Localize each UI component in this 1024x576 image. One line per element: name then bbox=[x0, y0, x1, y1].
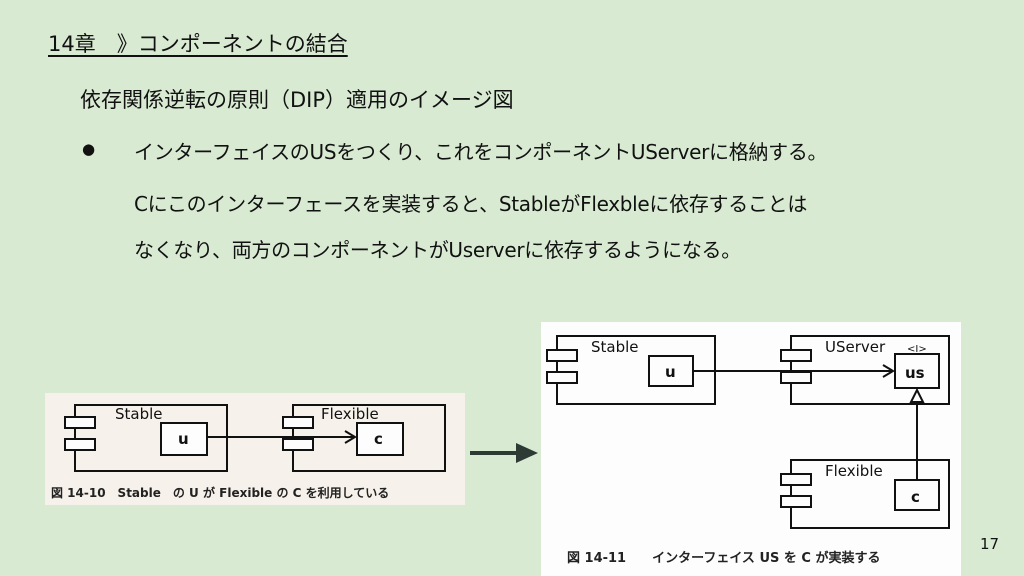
figure-14-10-diagram: Stable Flexible u c bbox=[64, 404, 446, 472]
class-c-label: c bbox=[911, 488, 920, 506]
class-u-box bbox=[648, 355, 694, 387]
stable-port-bottom bbox=[64, 438, 96, 451]
slide-heading: 14章 》コンポーネントの結合 bbox=[48, 32, 348, 56]
stable-port-top bbox=[64, 416, 96, 429]
figure-14-11: Stable UServer Flexible u us c <I> 図 14-… bbox=[541, 322, 961, 576]
realization-arrow-head bbox=[909, 387, 925, 403]
class-c-label: c bbox=[374, 430, 383, 448]
flexible-port-bottom bbox=[282, 438, 314, 451]
figure-14-10-caption: 図 14-10 Stable の U が Flexible の C を利用してい… bbox=[51, 486, 390, 500]
userver-port-bottom bbox=[780, 371, 812, 384]
page-number: 17 bbox=[980, 535, 1000, 553]
class-c-box bbox=[894, 479, 940, 511]
bullet-line-3: なくなり、両方のコンポーネントがUserverに依存するようになる。 bbox=[134, 238, 741, 262]
interface-us-box bbox=[894, 353, 940, 389]
figure-14-11-caption: 図 14-11 インターフェイス US を C が実装する bbox=[567, 551, 881, 566]
class-u-label: u bbox=[178, 430, 189, 448]
userver-label: UServer bbox=[825, 338, 886, 356]
bullet-line-2: Cにこのインターフェースを実装すると、StableがFlexbleに依存すること… bbox=[134, 192, 808, 216]
flexible-port-top bbox=[282, 416, 314, 429]
flexible-port-top bbox=[780, 473, 812, 486]
class-u-label: u bbox=[665, 363, 676, 381]
slide-subtitle: 依存関係逆転の原則（DIP）適用のイメージ図 bbox=[80, 88, 514, 112]
flexible-component-box bbox=[790, 459, 950, 529]
interface-stereotype: <I> bbox=[907, 344, 927, 355]
stable-label: Stable bbox=[115, 405, 163, 423]
flexible-label: Flexible bbox=[321, 405, 379, 423]
figure-14-10: Stable Flexible u c 図 14-10 Stable の U が… bbox=[45, 393, 465, 505]
dependency-arrow-head bbox=[344, 430, 357, 444]
transition-arrow-icon bbox=[470, 443, 538, 463]
stable-port-top bbox=[546, 349, 578, 362]
class-us-label: us bbox=[905, 364, 925, 382]
dependency-arrow-head bbox=[882, 364, 895, 378]
class-c-box bbox=[356, 422, 404, 456]
stable-port-bottom bbox=[546, 371, 578, 384]
userver-port-top bbox=[780, 349, 812, 362]
flexible-label: Flexible bbox=[825, 462, 883, 480]
figure-14-11-diagram: Stable UServer Flexible u us c <I> bbox=[546, 335, 950, 529]
stable-label: Stable bbox=[591, 338, 639, 356]
flexible-port-bottom bbox=[780, 495, 812, 508]
bullet-dot: ● bbox=[82, 140, 96, 158]
class-u-box bbox=[160, 422, 208, 456]
bullet-line-1: インターフェイスのUSをつくり、これをコンポーネントUServerに格納する。 bbox=[134, 140, 828, 164]
